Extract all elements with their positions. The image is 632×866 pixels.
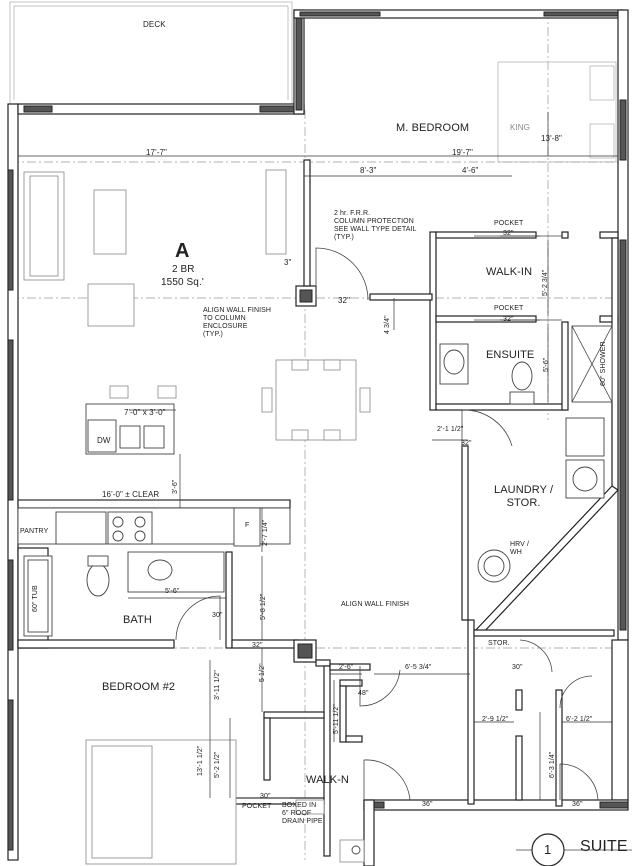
hrv-label: HRV / WH [510,541,529,557]
fridge-label: F [245,522,250,529]
dim-5-6: 5'-6" [165,588,180,595]
dim-2-6: 2'-6" [339,664,354,671]
pocket-32-walkin: 32" [503,230,514,237]
living-furniture [23,169,371,441]
bedroom2-label: BEDROOM #2 [102,681,176,693]
exterior-walls [7,9,629,866]
laundry-label-line2: STOR. [506,497,541,509]
m-bedroom-depth-dim: 13'-8" [541,134,562,143]
dim-2-1-5: 2'-1 1/2" [437,426,464,433]
dim-3in: 3" [284,258,292,267]
dim-4-6: 4'-6" [462,166,479,175]
island-gap-dim: 3'-6" [172,479,179,494]
door-32-bed2: 32" [252,642,263,649]
boxed-roof-drain-note: BOXED IN 6" ROOF DRAIN PIPE [282,802,323,825]
bedroom-width-dim: 19'-7" [452,148,473,157]
dim-5-1-2: 5 1/2" [259,663,266,682]
kitchen-counter [17,507,291,547]
tub-label: 60" TUB [32,585,39,612]
dim-2-7: 2'-7 1/4" [262,519,269,546]
living-width-dim: 17'-7" [146,148,167,157]
dim-3-11: 3'-11 1/2" [214,670,221,700]
walk-in-label: WALK-IN [486,266,533,278]
hrv-line1: HRV / [510,541,530,548]
align-column-note: ALIGN WALL FINISH TO COLUMN ENCLOSURE (T… [203,307,272,338]
king-bed-label: KING [510,123,530,132]
dim-6-2: 6'-2 1/2" [566,716,593,723]
door-30-stor: 30" [512,664,523,671]
dim-5-2: 5'-2 1/2" [214,751,221,778]
dishwasher-label: DW [97,436,111,445]
pocket-label-walkin: POCKET [494,220,524,227]
sheet-callout [516,833,632,866]
door-32-living: 32" [338,296,351,305]
pocket-32-ensuite: 32" [503,316,514,323]
bedroom2-furniture [85,739,365,865]
door-30-walk-n: 30" [260,793,271,800]
hrv-line2: WH [510,549,522,556]
bath-fixtures [23,551,225,637]
ensuite-depth-dim: 5'-6" [543,357,550,372]
walkin-depth-dim: 5'-2 3/4" [542,269,549,296]
callout-number: 1 [544,842,552,857]
dimension-lines [18,112,618,800]
deck-area [9,1,617,163]
pocket-label-ensuite: POCKET [494,305,524,312]
unit-letter: A [175,240,190,262]
unit-type: 2 BR [172,264,195,275]
interior-walls [17,159,619,857]
dim-6-5: 6'-5 3/4" [405,664,432,671]
dim-13-1: 13'-1 1/2" [197,745,204,776]
door-48: 48" [358,690,369,697]
door-32-ensuite: 32" [461,440,472,447]
pantry-label: PANTRY [20,528,49,535]
deck-label: DECK [143,20,166,29]
dim-5-8: 5'-8 1/2" [260,593,267,620]
ensuite-label: ENSUITE [486,349,535,361]
unit-area: 1550 Sq.' [161,277,204,288]
dim-5-11: 5'-11 1/2" [333,704,340,734]
door-36-a: 36" [422,801,433,808]
dim-6-3: 6'-3 1/4" [549,751,556,778]
column-protection-note: 2 hr. F.R.R. COLUMN PROTECTION SEE WALL … [334,210,417,241]
stor-label: STOR. [488,640,510,647]
door-36-b: 36" [572,801,583,808]
island-dim: 7'-0" x 3'-0" [124,408,166,417]
walk-n-label: WALK-N [306,774,349,786]
laundry-label-line1: LAUNDRY / [494,484,554,496]
bath-label: BATH [123,614,152,626]
laundry-appliances [477,417,605,583]
kitchen-clear-dim: 16'-0" ± CLEAR [102,490,160,499]
ensuite-fixtures [439,325,613,405]
dim-2-9: 2'-9 1/2" [482,716,509,723]
align-wall-note: ALIGN WALL FINISH [341,601,410,608]
kitchen-island [85,385,177,455]
dim-8-3: 8'-3" [360,166,377,175]
callout-title: SUITE [580,838,628,855]
master-bedroom-label: M. BEDROOM [396,122,470,134]
door-30-bath: 30" [212,612,223,619]
door-swings [175,235,599,801]
laundry-label: LAUNDRY / STOR. [494,484,553,510]
shower-label: 60" SHOWER [600,341,607,386]
dim-4-3-4: 4 3/4" [384,315,391,334]
pocket-label-walk-n: POCKET [242,803,272,810]
